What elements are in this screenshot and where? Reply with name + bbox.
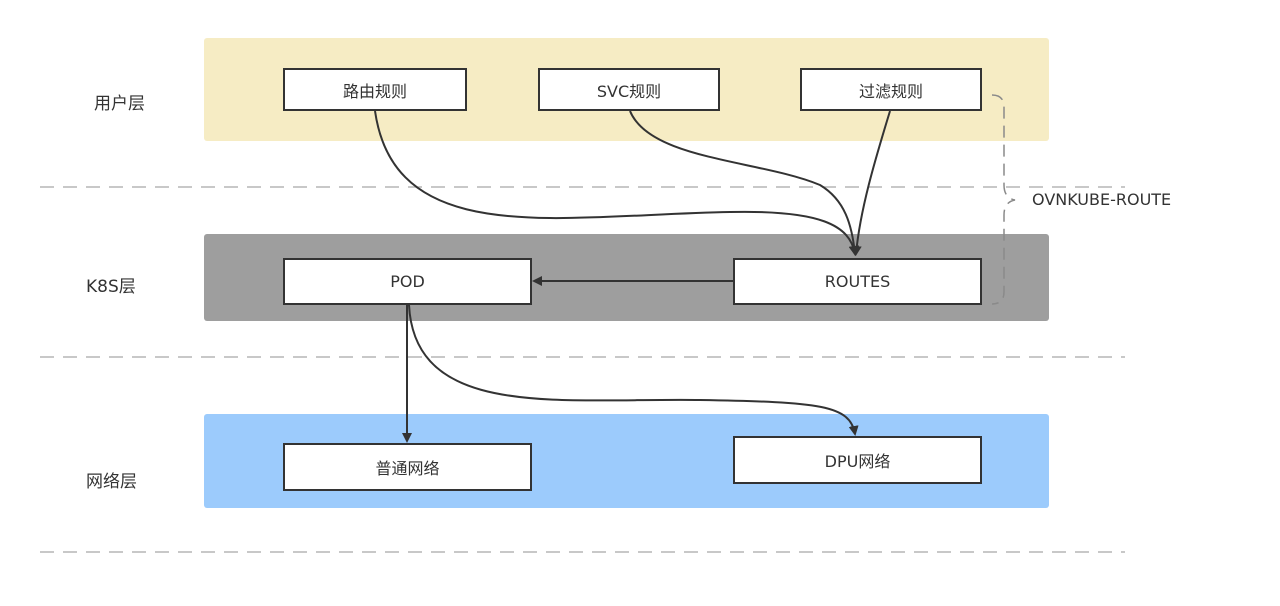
routes-node: ROUTES: [733, 258, 982, 305]
k8s-layer-label: K8S层: [86, 277, 136, 297]
route-rule-node: 路由规则: [283, 68, 467, 111]
svc-rule-node: SVC规则: [538, 68, 720, 111]
user-layer-label: 用户层: [94, 94, 145, 114]
ovnkube-route-bracket: [991, 94, 1016, 305]
edge-pod-to-dpu-net: [408, 304, 859, 436]
edge-svc-rule-to-routes: [629, 110, 860, 256]
filter-rule-node: 过滤规则: [800, 68, 982, 111]
ovnkube-route-label: OVNKUBE-ROUTE: [1032, 190, 1172, 209]
network-layer-label: 网络层: [86, 472, 137, 492]
edge-route-rule-to-routes: [374, 110, 859, 256]
edge-filter-rule-to-routes: [851, 110, 891, 256]
pod-node: POD: [283, 258, 532, 305]
normal-network-node: 普通网络: [283, 443, 532, 491]
dpu-network-node: DPU网络: [733, 436, 982, 484]
